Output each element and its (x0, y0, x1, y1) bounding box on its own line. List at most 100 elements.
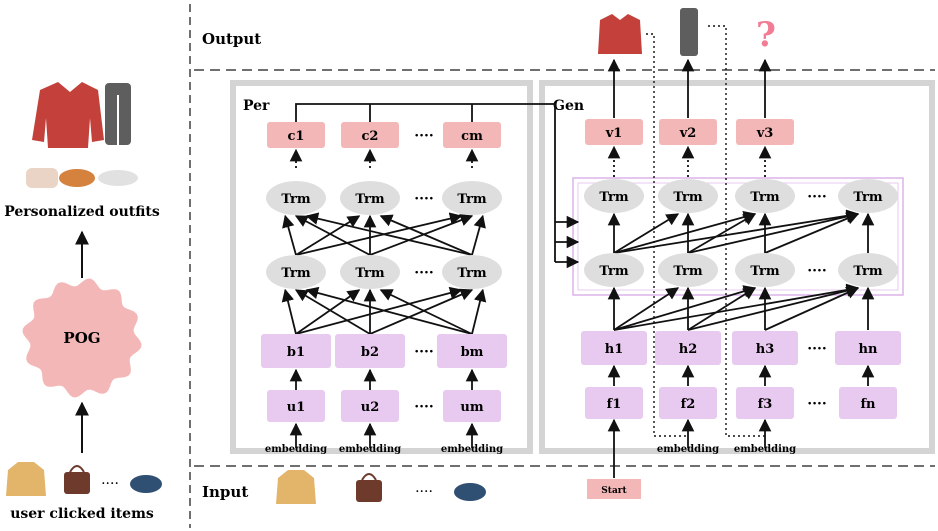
gen-node-v3-label: v3 (756, 126, 774, 141)
per-trm-upper-1-label: Trm (281, 192, 311, 207)
input-items-image-group: ···· (276, 470, 486, 504)
input-items-ellipsis: ···· (415, 484, 433, 500)
gen-node-v1 (585, 119, 643, 145)
clicked-items-ellipsis: ···· (101, 476, 119, 492)
per-frame (230, 80, 533, 454)
gen-node-v1-label: v1 (605, 126, 623, 141)
input-sweater-image (276, 470, 316, 504)
per-node-b1-label: b1 (287, 345, 305, 360)
gen-h-trm-edge-3-4 (764, 286, 860, 331)
input-label: Input (202, 483, 248, 501)
gen-node-f3-label: f3 (758, 397, 773, 412)
per-trm-upper-ellipsis: ···· (414, 191, 434, 207)
per-trm-trm-edge-3-3 (471, 214, 486, 256)
per-node-b1 (261, 334, 331, 368)
per-b-trm-edge-1-3 (295, 286, 463, 335)
gen-node-h3 (732, 331, 798, 365)
per-node-um (443, 390, 501, 422)
output-items-image-group: ? (598, 8, 776, 56)
gen-h-trm-edge-2-4 (687, 284, 860, 331)
pog-model-blob (22, 278, 142, 398)
per-node-c1 (267, 122, 325, 148)
per-node-b2 (335, 334, 405, 368)
gen-trm-trm-edge-2-4 (687, 210, 860, 254)
gen-feedback-line-1 (646, 33, 688, 437)
per-b-trm-edge-2-3 (369, 288, 474, 335)
gen-trm-upper-ellipsis: ···· (807, 189, 827, 205)
per-trm-lower-2-label: Trm (355, 266, 385, 281)
per-b-trm-edge-1-2 (295, 289, 361, 335)
output-gray-jeans-image (680, 8, 698, 56)
per-node-bm (437, 334, 507, 368)
gen-node-f3 (736, 387, 794, 419)
gen-node-h1-label: h1 (605, 342, 624, 357)
clicked-beret-image (130, 475, 162, 493)
gen-node-f1 (585, 387, 643, 419)
gen-trm-upper-2-label: Trm (673, 190, 703, 205)
gen-embedding-label-2: embedding (734, 444, 796, 455)
per-label: Per (243, 98, 270, 114)
gen-start-node-label: Start (601, 486, 627, 496)
per-trm-lower-3 (442, 255, 502, 289)
per-b-trm-edge-3-3 (471, 288, 487, 335)
per-node-c2 (341, 122, 399, 148)
per-trm-lower-1 (266, 255, 326, 289)
per-trm-lower-ellipsis: ···· (414, 265, 434, 281)
gen-node-hn-label: hn (859, 342, 878, 357)
per-node-u2-label: u2 (361, 400, 380, 415)
per-node-cm (443, 122, 501, 148)
gen-trm-lower-3 (735, 253, 795, 287)
per-node-cm-label: cm (461, 129, 483, 144)
gen-node-v2 (659, 119, 717, 145)
gen-node-f1-label: f1 (607, 397, 622, 412)
gen-node-h3-label: h3 (756, 342, 775, 357)
gen-trm-lower-2 (658, 253, 718, 287)
gen-trm-lower-4 (838, 253, 898, 287)
per-trm-upper-3 (442, 181, 502, 215)
gen-trm-trm-edge-1-2 (613, 213, 680, 254)
output-label: Output (202, 30, 261, 48)
outfit-shoulder-bag-image (26, 168, 58, 188)
per-trm-trm-edge-1-3 (295, 212, 463, 256)
outfit-image-group (26, 82, 138, 188)
gen-node-f2-label: f2 (681, 397, 696, 412)
gen-trm-upper-2 (658, 179, 718, 213)
per-node-u1 (267, 390, 325, 422)
gen-trm-trm-edge-3-4 (764, 212, 860, 254)
personalized-outfits-label: Personalized outfits (4, 204, 160, 220)
per-trm-trm-edge-3-1 (305, 212, 473, 256)
per-b-trm-edge-3-1 (305, 286, 473, 335)
outfit-sneakers-image (98, 170, 138, 186)
gen-trm-lower-3-label: Trm (750, 264, 780, 279)
gen-frame (539, 80, 935, 454)
clicked-items-image-group: ···· (6, 462, 162, 496)
gen-node-hn (835, 331, 901, 365)
gen-h-ellipsis: ···· (807, 341, 827, 357)
gen-h-trm-edge-1-2 (613, 287, 680, 331)
per-node-um-label: um (460, 400, 483, 415)
pog-model-label: POG (63, 329, 100, 347)
per-node-bm-label: bm (461, 345, 484, 360)
gen-node-h1 (581, 331, 647, 365)
gen-trm-upper-4-label: Trm (853, 190, 883, 205)
per-node-b2-label: b2 (361, 345, 379, 360)
per-node-c2-label: c2 (362, 129, 379, 144)
gen-node-h2 (655, 331, 721, 365)
clicked-sweater-image (6, 462, 46, 496)
gen-trm-upper-3-label: Trm (750, 190, 780, 205)
per-trm-lower-1-label: Trm (281, 266, 311, 281)
per-node-u1-label: u1 (287, 400, 306, 415)
per-b-trm-edge-1-1 (281, 288, 297, 335)
gen-trm-upper-3 (735, 179, 795, 213)
left-panel: Personalized outfits POG ···· user click… (4, 82, 162, 522)
per-trm-upper-1 (266, 181, 326, 215)
per-trm-upper-2-label: Trm (355, 192, 385, 207)
per-trm-upper-2 (340, 181, 400, 215)
outfit-orange-hat-image (59, 169, 95, 187)
per-embedding-label-2: embedding (339, 444, 401, 455)
gen-trm-trm-edge-1-3 (613, 210, 757, 254)
per-trm-lower-2 (340, 255, 400, 289)
